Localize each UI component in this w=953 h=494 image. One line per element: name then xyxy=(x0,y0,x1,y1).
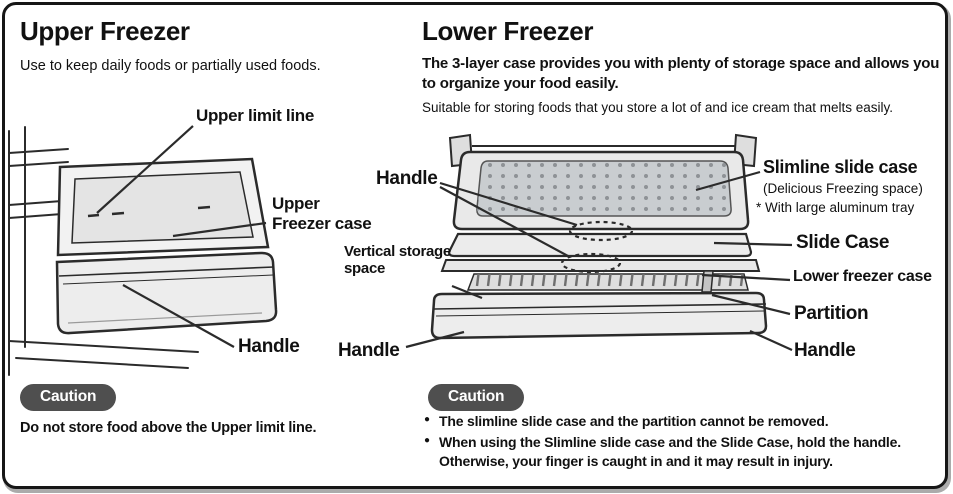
upper-case-label: Upper Freezer case xyxy=(272,194,372,233)
slimline-slide-case-label: Slimline slide case xyxy=(763,157,918,177)
lower-caution-badge: Caution xyxy=(428,384,525,411)
upper-freezer-description: Use to keep daily foods or partially use… xyxy=(20,58,321,74)
lower-freezer-case-label: Lower freezer case xyxy=(793,268,932,285)
lower-freezer-title: Lower Freezer xyxy=(422,16,594,46)
lower-pointer-lines xyxy=(405,170,793,352)
lower-handle-left-label: Handle xyxy=(338,340,400,361)
lower-handle-right-label: Handle xyxy=(794,340,856,361)
drawer-shadow-line xyxy=(67,312,263,324)
slimline-note-label: * With large aluminum tray xyxy=(756,200,915,215)
lower-freezer-note: Suitable for storing foods that you stor… xyxy=(422,100,893,115)
upper-freezer-illustration xyxy=(8,125,278,376)
drawer-rim-line xyxy=(62,274,274,285)
upper-freezer-title: Upper Freezer xyxy=(20,16,190,46)
lower-drawer-front xyxy=(430,291,768,340)
lower-caution-list: The slimline slide case and the partitio… xyxy=(424,412,946,473)
slide-case-label: Slide Case xyxy=(796,232,890,253)
handle-cutout-lower-oval xyxy=(560,252,622,274)
partition-label: Partition xyxy=(794,303,869,324)
upper-caution-badge: Caution xyxy=(20,384,117,411)
lower-handle-top-label: Handle xyxy=(376,168,438,189)
slimline-sub-label: (Delicious Freezing space) xyxy=(763,181,923,196)
upper-caution-text: Do not store food above the Upper limit … xyxy=(20,420,317,436)
lower-caution-bullet-2: When using the Slimline slide case and t… xyxy=(424,433,946,470)
lower-caution-bullet-1: The slimline slide case and the partitio… xyxy=(424,412,946,430)
upper-pointer-lines xyxy=(96,125,267,348)
lower-case-rim xyxy=(440,259,761,272)
upper-limit-line-marks xyxy=(87,205,211,218)
upper-case-interior xyxy=(71,171,254,244)
lower-freezer-illustration xyxy=(405,133,793,352)
lower-drawer-handle-edge xyxy=(433,303,767,310)
vertical-storage-slot-lines xyxy=(468,274,748,290)
lower-drawer-rim-line xyxy=(435,310,765,317)
aluminum-tray-dimples xyxy=(476,161,732,216)
upper-limit-line-label: Upper limit line xyxy=(196,106,314,125)
upper-handle-label: Handle xyxy=(238,336,300,357)
handle-cutout-upper-oval xyxy=(568,220,634,242)
lower-freezer-description: The 3-layer case provides you with plent… xyxy=(422,55,940,92)
slide-case-shape xyxy=(447,232,753,258)
drawer-handle-edge xyxy=(58,266,275,277)
vertical-storage-space-label: Vertical storage space xyxy=(344,243,451,278)
cabinet-frame xyxy=(8,126,199,376)
